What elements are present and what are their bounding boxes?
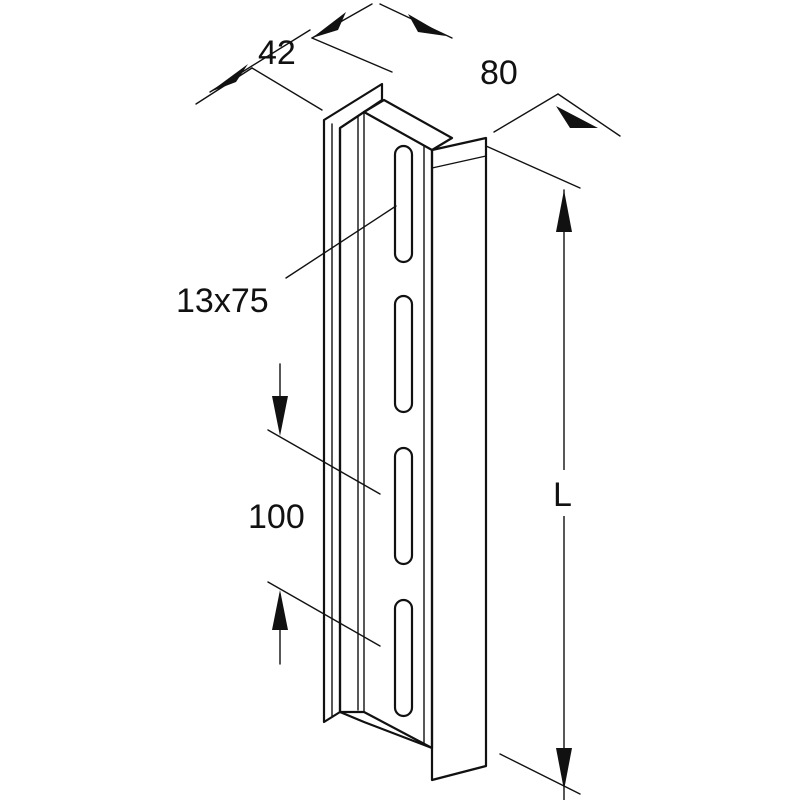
slot-row <box>393 144 414 718</box>
arrowhead-icon <box>210 64 248 92</box>
slot-4 <box>393 598 414 718</box>
slot-3 <box>393 446 414 566</box>
dimension-top-width <box>311 3 453 73</box>
slot-1 <box>393 144 414 264</box>
dimension-flange-width: 42 <box>195 29 323 111</box>
dimension-length: L <box>499 189 581 800</box>
label-slot-pitch: 100 <box>248 498 305 536</box>
dimension-profile-depth: 80 <box>480 54 621 189</box>
leader-slot-size: 13x75 <box>176 205 397 320</box>
arrowhead-icon <box>556 106 598 128</box>
label-length: L <box>553 476 572 514</box>
arrowhead-icon <box>556 190 572 232</box>
arrowhead-icon <box>272 590 288 630</box>
arrowhead-icon <box>272 396 288 436</box>
arrowhead-icon <box>556 748 572 790</box>
label-slot-size: 13x75 <box>176 282 269 320</box>
arrowhead-icon <box>408 14 446 36</box>
label-flange-width: 42 <box>258 34 296 72</box>
label-profile-depth: 80 <box>480 54 518 92</box>
slot-2 <box>393 294 414 414</box>
c-profile-body <box>322 82 488 782</box>
arrowhead-icon <box>312 12 346 38</box>
dimension-slot-pitch: 100 <box>248 363 381 665</box>
